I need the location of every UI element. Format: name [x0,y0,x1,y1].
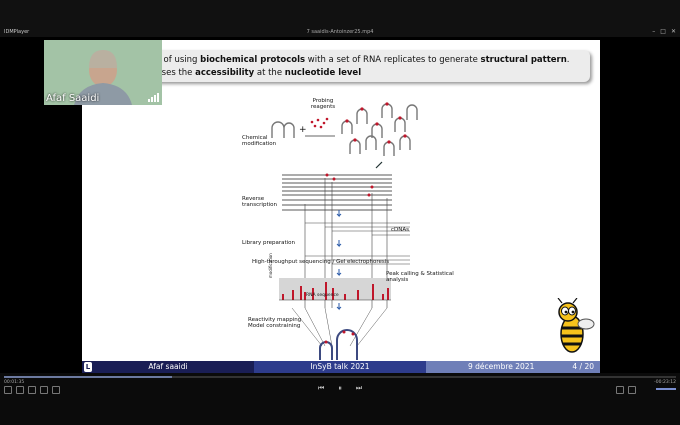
chemical-modification-label: Chemical modification [242,135,277,147]
player-controls: 00:01:35 -00:23:12 ⏮ ⏸ ⏭ [0,373,680,425]
beamer-logo-icon: L [84,362,92,372]
reactivity-bars [282,282,389,300]
rna-sequence-label: RNA sequence [306,293,339,298]
reactivity-label: Reactivity mapping Model constraining [248,317,302,329]
rna-hairpin-icon [271,121,295,138]
volume-icon[interactable] [628,386,636,394]
right-controls [616,386,636,394]
transcript-lines [282,174,392,211]
elapsed-time: 00:01:35 [4,380,25,385]
settings-icon[interactable] [40,386,48,394]
structure-model-icon [319,329,358,360]
next-icon[interactable]: ⏭ [355,384,363,392]
window-controls: – □ ✕ [652,28,676,35]
peak-calling-label: Peak calling & Statistical analysis [386,271,454,283]
footer-event: InSyB talk 2021 [254,361,426,373]
play-pause-icon[interactable]: ⏸ [338,384,342,392]
bee-mascot-icon [557,298,595,353]
left-controls [4,386,60,394]
maximize-icon[interactable]: □ [660,28,666,35]
probing-reagents-label: Probing reagents [310,98,336,110]
library-preparation-label: Library preparation [242,240,296,246]
probing-workflow-diagram: + [271,102,418,360]
window-title: 7 saaidis-Antoinzer25.mp4 [306,29,374,35]
progress-fill [4,376,172,378]
progress-bar[interactable] [4,376,676,378]
reactivity-plot-bg [279,278,391,300]
slide-text-box: ss of using biochemical protocols with a… [150,50,590,82]
cdnas-label: cDNAs [391,227,410,233]
minimize-icon[interactable]: – [652,28,656,35]
modified-rna-cluster [341,103,418,156]
footer-page-number: 4 / 20 [572,362,594,371]
participant-name: Afaf Saaidi [46,93,100,104]
signal-strength-icon [148,93,159,102]
modification-axis-label: modification [268,253,273,278]
presentation-slide: ss of using biochemical protocols with a… [82,40,600,373]
note-line-2: esses the accessibility at the nucleotid… [152,68,362,78]
sequencing-label: High-throughput sequencing / Gel electro… [252,259,390,265]
app-name: IDMPlayer [4,29,30,35]
participant-video-tile[interactable]: Afaf Saaidi [44,40,162,105]
previous-icon[interactable]: ⏮ [318,384,325,392]
playback-controls: ⏮ ⏸ ⏭ [318,384,362,393]
subtitles-icon[interactable] [28,386,36,394]
reverse-transcription-label: Reverse transcription [242,196,277,208]
open-file-icon[interactable] [16,386,24,394]
remaining-time: -00:23:12 [654,380,676,385]
close-icon[interactable]: ✕ [670,28,676,35]
title-bar: IDMPlayer 7 saaidis-Antoinzer25.mp4 – □ … [0,0,680,37]
slide-footer: L Afaf saaidi InSyB talk 2021 9 décembre… [82,361,600,373]
footer-author: Afaf saaidi [148,362,188,371]
screenshot-icon[interactable] [52,386,60,394]
cdna-lines [305,222,410,265]
reagent-dots [310,117,329,129]
svg-text:+: + [299,125,307,135]
note-line-1: ss of using biochemical protocols with a… [152,55,570,65]
playlist-icon[interactable] [4,386,12,394]
fullscreen-icon[interactable] [616,386,624,394]
participant-avatar [74,50,132,105]
footer-date: 9 décembre 2021 [468,362,535,371]
volume-slider[interactable] [656,388,676,390]
